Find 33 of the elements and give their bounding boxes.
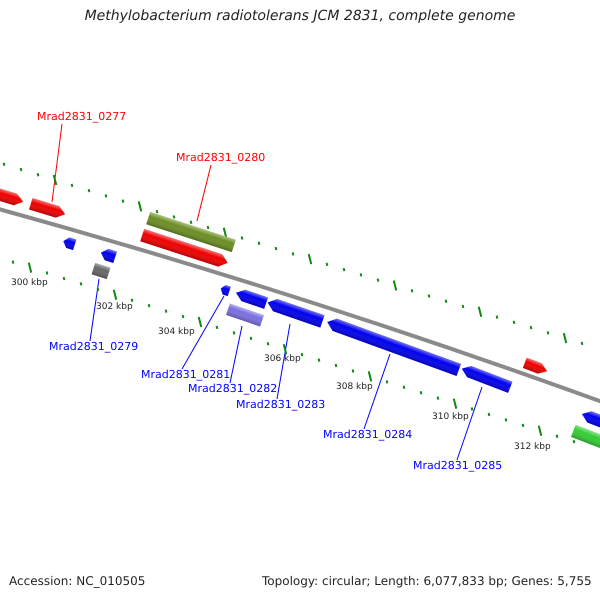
scale-label: 308 kbp xyxy=(336,382,373,393)
scale-label: 302 kbp xyxy=(96,302,133,313)
scale-label: 312 kbp xyxy=(514,442,551,453)
gene-label: Mrad2831_0280 xyxy=(176,151,266,164)
scale-label: 304 kbp xyxy=(158,327,195,338)
gene-box xyxy=(92,262,110,280)
gene-feature xyxy=(29,198,66,218)
gene-label: Mrad2831_0283 xyxy=(236,398,326,412)
scale-label: 310 kbp xyxy=(432,412,469,423)
gene-label: Mrad2831_0281 xyxy=(141,368,230,382)
leader-line xyxy=(364,354,390,430)
gene-bar xyxy=(226,303,264,327)
gene-label: Mrad2831_0277 xyxy=(37,110,126,124)
leader-line xyxy=(276,324,290,400)
leader-line xyxy=(90,278,100,342)
scale-label: 300 kbp xyxy=(11,278,48,289)
leader-line xyxy=(52,124,62,202)
leader-line xyxy=(182,296,224,370)
leader-line xyxy=(456,386,482,460)
footer-text: Topology: circular; Length: 6,077,833 bp; Genes: 5,755 xyxy=(262,574,592,588)
title: Methylobacterium radiotolerans JCM 2831, complete genome xyxy=(84,8,516,25)
gene-bar xyxy=(146,212,236,252)
scale-label: 306 kbp xyxy=(264,354,301,365)
gene-feature xyxy=(462,366,512,393)
gene-label: Mrad2831_0285 xyxy=(413,459,502,472)
gene-label: Mrad2831_0282 xyxy=(188,382,278,396)
gene-label: Mrad2831_0284 xyxy=(323,428,412,442)
leader-line xyxy=(230,326,242,384)
gene-feature xyxy=(327,318,461,376)
gene-feature xyxy=(268,299,325,328)
footer-text: Accession: NC_010505 xyxy=(9,574,146,588)
gene-feature xyxy=(220,284,231,296)
gene-label: Mrad2831_0279 xyxy=(49,340,138,354)
